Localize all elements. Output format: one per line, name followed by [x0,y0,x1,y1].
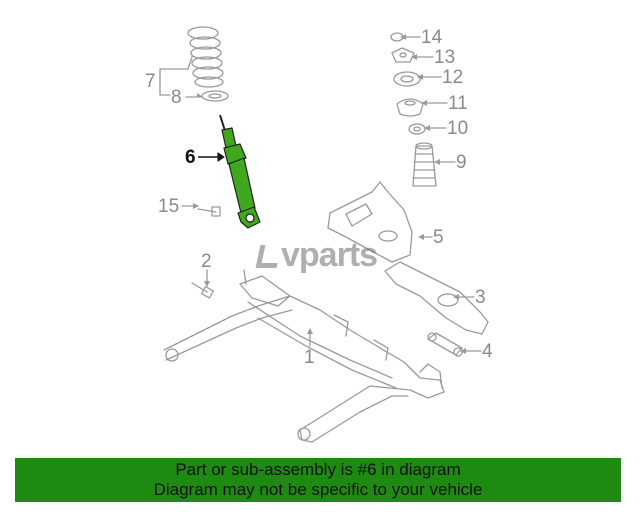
spring-seat [201,90,229,102]
mount-11 [396,98,424,117]
callout-4: 4 [482,341,493,362]
callout-3: 3 [475,287,486,308]
callout-10: 10 [447,118,469,139]
callout-9: 9 [456,152,467,173]
arm-3 [384,261,489,335]
bolt-15 [197,208,217,213]
bolt-2 [191,282,208,293]
bracket-13 [391,47,415,63]
axle-beam [163,269,445,443]
callout-1: 1 [304,347,315,368]
bushing-10 [408,123,426,135]
callout-6: 6 [185,147,196,168]
callout-7: 7 [145,71,156,92]
callout-8: 8 [171,87,182,108]
washer-12 [393,71,421,87]
callout-14: 14 [421,27,443,48]
leader-lines [159,36,482,352]
callout-11: 11 [448,93,468,114]
watermark-logo: vparts [255,236,378,275]
bracket-5 [327,181,413,263]
link-4 [427,332,463,356]
bump-boot [412,142,437,187]
shock-absorber [198,114,261,229]
callout-15: 15 [158,196,180,217]
callout-2: 2 [201,251,212,272]
callout-5: 5 [433,227,444,248]
callout-12: 12 [442,67,464,88]
leader-arrows [193,34,466,354]
watermark-text: vparts [281,236,378,274]
coil-spring [187,26,224,88]
banner-line-disclaimer: Diagram may not be specific to your vehi… [153,480,483,499]
info-banner: Part or sub-assembly is #6 in diagram Di… [15,458,621,502]
callout-13: 13 [434,47,456,68]
parts-diagram [159,26,489,443]
watermark-mark-icon [255,245,282,268]
banner-line-part: Part or sub-assembly is #6 in diagram [175,460,461,479]
